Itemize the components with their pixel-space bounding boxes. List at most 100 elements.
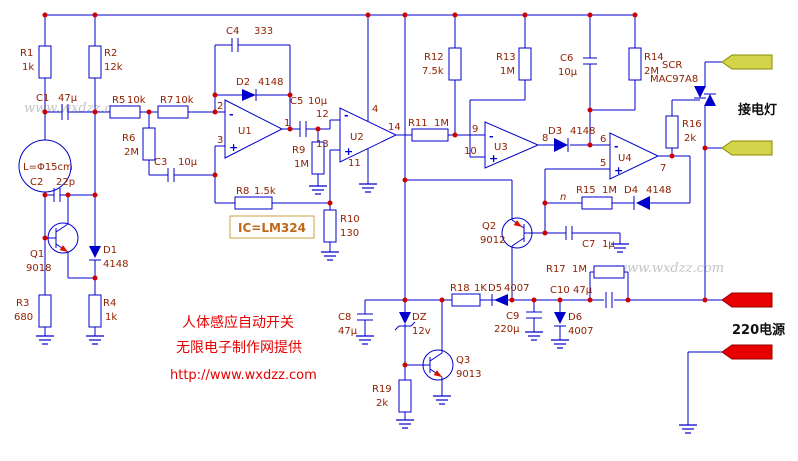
label-value: 9012	[480, 235, 505, 246]
ground-icon	[85, 335, 105, 345]
label-ref: R13	[496, 52, 516, 63]
pin-number: 9	[472, 124, 478, 135]
minus-sign: -	[489, 130, 494, 143]
label-value: 10k	[127, 95, 146, 106]
diode-D3	[554, 138, 569, 152]
pin-number: 13	[316, 139, 329, 150]
label-ref: Q3	[456, 355, 470, 366]
label-value: 1M	[572, 264, 587, 275]
label-ref: R8	[236, 186, 249, 197]
resistor-R6	[142, 127, 156, 161]
resistor-R8	[234, 196, 273, 210]
pin-number: 14	[388, 122, 401, 133]
diode-D5	[491, 294, 508, 306]
label-value: 130	[340, 228, 359, 239]
diode-D4	[633, 196, 650, 210]
resistor-R12	[448, 47, 462, 81]
pin-number: 8	[542, 133, 548, 144]
capacitor-C3	[167, 168, 175, 182]
label-ref: D1	[103, 245, 117, 256]
label-value: 47μ	[338, 326, 358, 337]
resistor-R7	[157, 105, 189, 119]
resistor-R13	[518, 47, 532, 81]
label-value: 1M	[434, 118, 449, 129]
label-value: 2M	[644, 66, 659, 77]
label-value: 2k	[684, 133, 696, 144]
label-value: 1M	[294, 159, 309, 170]
label-value: 1M	[500, 66, 515, 77]
label-ref: DZ	[412, 312, 427, 323]
label-value: 10k	[175, 95, 194, 106]
diode-D2	[242, 89, 257, 101]
ic-note: IC=LM324	[238, 221, 306, 235]
label-value: 2k	[376, 398, 388, 409]
label-ref: Q1	[30, 249, 44, 260]
label-ref: Q2	[482, 221, 496, 232]
label-ref: R16	[682, 119, 702, 130]
lamp-terminal-2	[721, 140, 773, 156]
label-value: 4148	[570, 126, 595, 137]
label-ref: C5	[290, 96, 303, 107]
ic-note-box	[229, 215, 315, 239]
resistor-R9	[311, 141, 325, 175]
label-ref: D6	[568, 312, 582, 323]
label-value: 1M	[602, 185, 617, 196]
ground-symbols	[35, 183, 698, 434]
zener-DZ	[394, 312, 416, 331]
pin-number: 12	[316, 109, 329, 120]
mains-terminal-2	[721, 344, 773, 360]
wires	[44, 14, 722, 425]
ground-icon	[524, 331, 544, 341]
label-ref: C4	[226, 26, 239, 37]
label-value: 1k	[22, 62, 34, 73]
triac-symbol	[694, 86, 716, 106]
label-ref: R17	[546, 264, 566, 275]
ground-icon	[355, 335, 375, 345]
label-ref: R19	[372, 384, 392, 395]
junction-dots	[42, 12, 708, 368]
opamp-name: U3	[494, 142, 508, 153]
label-value: 4148	[258, 77, 283, 88]
resistor-R5	[109, 105, 141, 119]
label-ref: C1	[36, 93, 49, 104]
minus-sign: -	[229, 108, 234, 121]
resistor-R14	[628, 47, 642, 81]
site-url: http://www.wxdzz.com	[170, 368, 317, 383]
label-ref: R5	[112, 95, 125, 106]
label-value: 47μ	[573, 285, 593, 296]
opamp-U3	[484, 121, 540, 169]
label-ref: C2	[30, 177, 43, 188]
resistor-R16	[665, 115, 679, 149]
label-ref: R11	[408, 118, 428, 129]
label-value: 4148	[103, 259, 128, 270]
label-ref: D3	[548, 126, 562, 137]
label-ref: R7	[160, 95, 173, 106]
watermark-right: www.wxdzz.com	[616, 261, 724, 276]
label-value: 1K	[474, 283, 487, 294]
label-ref: R12	[424, 52, 444, 63]
label-value: 10μ	[308, 96, 328, 107]
pin-number: 11	[348, 158, 361, 169]
ground-icon	[432, 395, 452, 405]
label-value: 333	[254, 26, 273, 37]
label-value: 4148	[646, 185, 671, 196]
resistor-R10	[323, 209, 337, 243]
opamp-U1	[224, 99, 284, 159]
opamp-U2	[339, 107, 398, 163]
capacitor-C1	[61, 104, 69, 120]
opamp-name: U4	[618, 153, 632, 164]
stray-label: n	[560, 192, 566, 203]
lamp-terminal-1	[721, 54, 773, 70]
scr-ref: SCR	[662, 60, 682, 71]
label-value: 10μ	[558, 67, 578, 78]
label-value: 12k	[104, 62, 123, 73]
plus-sign: +	[614, 164, 623, 177]
pin-number: 4	[372, 104, 378, 115]
opamp-name: U1	[238, 126, 252, 137]
label-value: 7.5k	[422, 66, 444, 77]
resistor-R3	[38, 294, 52, 328]
label-value: 12v	[412, 326, 431, 337]
scr-model: MAC97A8	[650, 74, 698, 85]
label-ref: R1	[20, 48, 33, 59]
plus-sign: +	[344, 145, 353, 158]
